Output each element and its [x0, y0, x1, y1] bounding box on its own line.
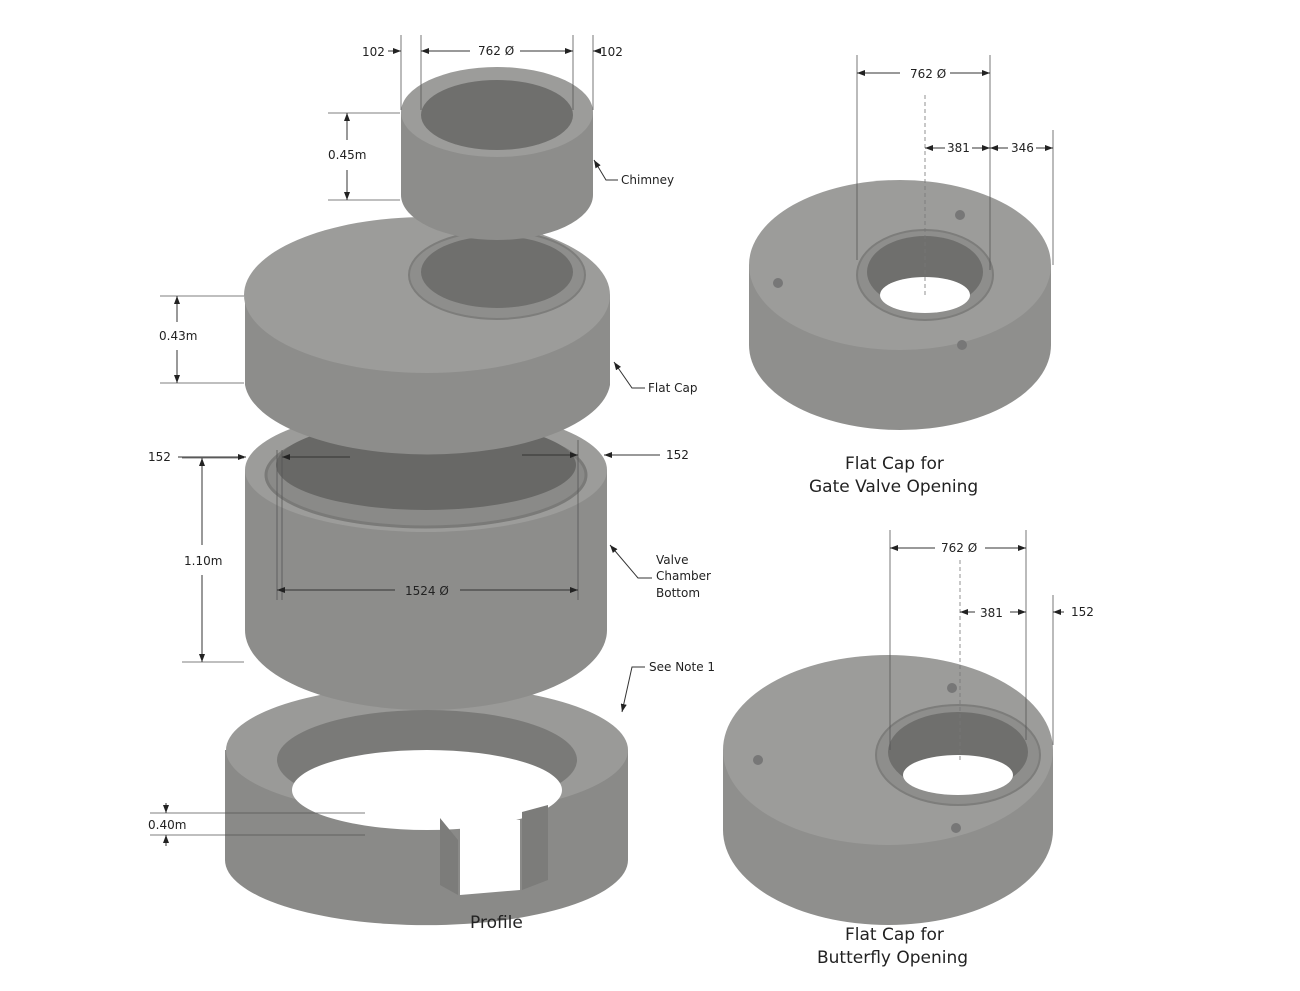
chamber-label-1: Valve — [656, 553, 688, 567]
flat-cap-height-dim: 0.43m — [159, 329, 197, 343]
chamber-height-dim: 1.10m — [184, 554, 222, 568]
gate-cap-caption-2: Gate Valve Opening — [809, 477, 978, 497]
chimney-wall-left-dim: 102 — [362, 45, 385, 59]
gate-cap-edge-dim: 346 — [1011, 141, 1034, 155]
butterfly-cap-edge-dim: 152 — [1071, 605, 1094, 619]
base-ring — [225, 685, 628, 926]
profile-dimensions — [150, 35, 660, 846]
gate-cap-diameter-dim: 762 Ø — [910, 67, 946, 81]
chimney-height-dim: 0.45m — [328, 148, 366, 162]
chimney-wall-right-dim: 102 — [600, 45, 623, 59]
chamber-wall-right-dim: 152 — [666, 448, 689, 462]
flat-cap-label: Flat Cap — [648, 381, 697, 395]
profile-caption: Profile — [470, 913, 523, 933]
gate-valve-cap — [749, 55, 1054, 430]
chamber-label-2: Chamber — [656, 569, 711, 583]
gate-cap-caption-1: Flat Cap for — [845, 454, 944, 474]
flat-cap — [244, 217, 610, 455]
butterfly-cap-caption-1: Flat Cap for — [845, 925, 944, 945]
butterfly-cap-diameter-dim: 762 Ø — [941, 541, 977, 555]
butterfly-cap-offset-dim: 381 — [980, 606, 1003, 620]
chamber-label-3: Bottom — [656, 586, 700, 600]
butterfly-cap-caption-2: Butterfly Opening — [817, 948, 968, 968]
see-note-label: See Note 1 — [649, 660, 715, 674]
chimney — [401, 67, 593, 240]
base-height-dim: 0.40m — [148, 818, 186, 832]
gate-cap-offset-dim: 381 — [947, 141, 970, 155]
chamber-wall-left-dim: 152 — [148, 450, 171, 464]
chamber-diameter-dim: 1524 Ø — [405, 584, 449, 598]
butterfly-cap — [723, 530, 1064, 925]
chimney-diameter-dim: 762 Ø — [478, 44, 514, 58]
chimney-label: Chimney — [621, 173, 674, 187]
